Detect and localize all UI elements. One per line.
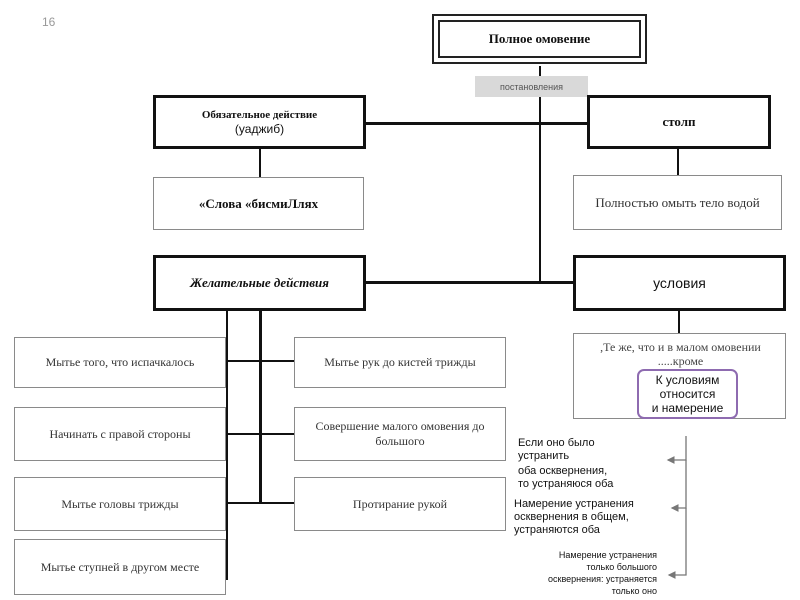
connector-conditions-down <box>678 310 680 334</box>
note1-line1: Если оно было <box>518 437 595 449</box>
rulings-label: постановления <box>475 76 588 97</box>
conditions-box: условия <box>573 255 786 311</box>
connector-pillar-down <box>677 148 679 175</box>
intention-line3: и намерение <box>651 401 724 415</box>
arrow-note-1 <box>666 436 687 464</box>
note3-line2: только большого <box>586 562 657 572</box>
note-both-impurities: Если оно было устранить оба осквернения,… <box>518 437 613 491</box>
obligatory-action-subtitle: (уаджиб) <box>234 122 285 136</box>
note3-line4: только оно <box>611 586 657 596</box>
desirable-item-start-right: Начинать с правой стороны <box>14 407 226 461</box>
obligatory-action-title: Обязательное действие <box>201 109 318 121</box>
desirable-item-rubbing: Протирание рукой <box>294 477 506 531</box>
connector-conditions-horizontal <box>365 281 574 284</box>
conditions-text-line1: ,Те же, что и в малом омовении <box>600 340 761 354</box>
note1-line4: то устраняюся оба <box>518 478 614 490</box>
main-title-box: Полное омовение <box>432 14 647 64</box>
note2-line1: Намерение устранения <box>514 498 634 510</box>
note2-line3: устраняются оба <box>514 524 600 536</box>
connector-h-row1 <box>225 360 295 362</box>
intention-line1: К условиям <box>655 373 720 387</box>
desirable-item-wash-hands: Мытье рук до кистей трижды <box>294 337 506 388</box>
connector-middle-horizontal <box>365 122 589 125</box>
note1-line3: оба осквернения, <box>518 465 608 477</box>
pillar-description-box: Полностью омыть тело водой <box>573 175 782 230</box>
note2-line2: осквернения в общем, <box>514 511 629 523</box>
desirable-actions-box: Желательные действия <box>153 255 366 311</box>
note-general-impurity: Намерение устранения осквернения в общем… <box>514 498 634 537</box>
connector-h-row3 <box>225 502 295 504</box>
arrow-note-2 <box>670 460 687 512</box>
arrow-note-3 <box>667 508 687 579</box>
note1-line2: устранить <box>518 450 570 462</box>
note3-line3: осквернения: устраняется <box>548 574 657 584</box>
intention-highlight-box: К условиям относится и намерение <box>637 369 738 419</box>
desirable-item-wash-feet: Мытье ступней в другом месте <box>14 539 226 595</box>
obligatory-action-box: Обязательное действие (уаджиб) <box>153 95 366 149</box>
conditions-text-line2: .....кроме <box>657 354 704 368</box>
desirable-item-washing-soiled: Мытье того, что испачкалось <box>14 337 226 388</box>
connector-obligatory-down <box>259 148 261 178</box>
note3-line1: Намерение устранения <box>558 550 657 560</box>
main-title: Полное омовение <box>438 20 641 58</box>
desirable-item-minor-ablution: Совершение малого омовения до большого <box>294 407 506 461</box>
intention-line2: относится <box>659 387 716 401</box>
pillar-box: столп <box>587 95 771 149</box>
slide-number: 16 <box>42 15 56 29</box>
connector-top-vertical <box>539 66 541 283</box>
note-major-impurity: Намерение устранения только большого оск… <box>520 549 657 597</box>
connector-h-row2 <box>225 433 295 435</box>
connector-desirable-trunk-left <box>226 310 228 580</box>
desirable-item-wash-head: Мытье головы трижды <box>14 477 226 531</box>
connector-desirable-trunk-right <box>259 310 262 504</box>
bismillah-box: «Слова «бисмиЛлях <box>153 177 364 230</box>
